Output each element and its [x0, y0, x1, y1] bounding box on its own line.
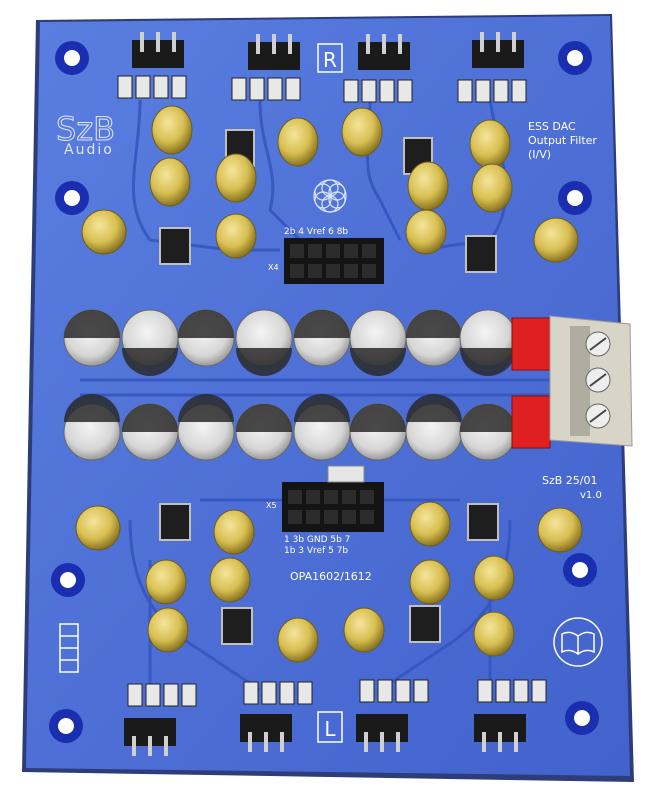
channel-top-label: R [323, 48, 337, 72]
title-line3: (I/V) [528, 148, 551, 161]
terminal-screw [585, 367, 611, 393]
opamp-label: OPA1602/1612 [290, 570, 372, 583]
title-line2: Output Filter [528, 134, 597, 147]
terminal-screw [585, 403, 611, 429]
mounting-hole [55, 41, 89, 75]
x4-pins-top: 2b 4 Vref 6 8b [284, 227, 348, 237]
terminal-screw [585, 331, 611, 357]
logo-line1: SzB [56, 110, 115, 148]
mounting-hole [49, 709, 83, 743]
mounting-hole [558, 41, 592, 75]
x5-ref: X5 [266, 501, 277, 510]
book-icon [553, 617, 603, 667]
power-terminal-block [511, 315, 633, 449]
smd-resistors [117, 75, 547, 707]
mounting-hole [565, 701, 599, 735]
channel-bottom-box [317, 711, 343, 743]
electrolytic-capacitors-row1 [63, 309, 517, 376]
logo-line2: Audio [64, 142, 114, 158]
connector-x5 [282, 465, 384, 532]
mounting-hole [55, 181, 89, 215]
x4-ref: X4 [268, 263, 279, 272]
electrolytic-capacitors-row2 [63, 394, 517, 461]
bottom-pin-headers [124, 714, 526, 756]
flower-logo-icon [313, 179, 347, 213]
x5-pins-row2: 1b 3 Vref 5 7b [284, 546, 348, 556]
version-label: v1.0 [580, 490, 602, 501]
mounting-holes [49, 41, 599, 743]
mounting-hole [51, 563, 85, 597]
top-pin-headers [132, 32, 524, 70]
revision-label: SzB 25/01 [542, 474, 598, 487]
mounting-hole [558, 181, 592, 215]
silkscreen-bar-indicator [59, 623, 79, 673]
title-line1: ESS DAC [528, 120, 576, 133]
channel-top-box [317, 43, 343, 73]
mounting-hole [563, 553, 597, 587]
connector-x4 [284, 238, 384, 284]
film-capacitors [75, 105, 583, 663]
channel-bottom-label: L [324, 717, 336, 741]
x5-pins-row1: 1 3b GND 5b 7 [284, 535, 350, 545]
